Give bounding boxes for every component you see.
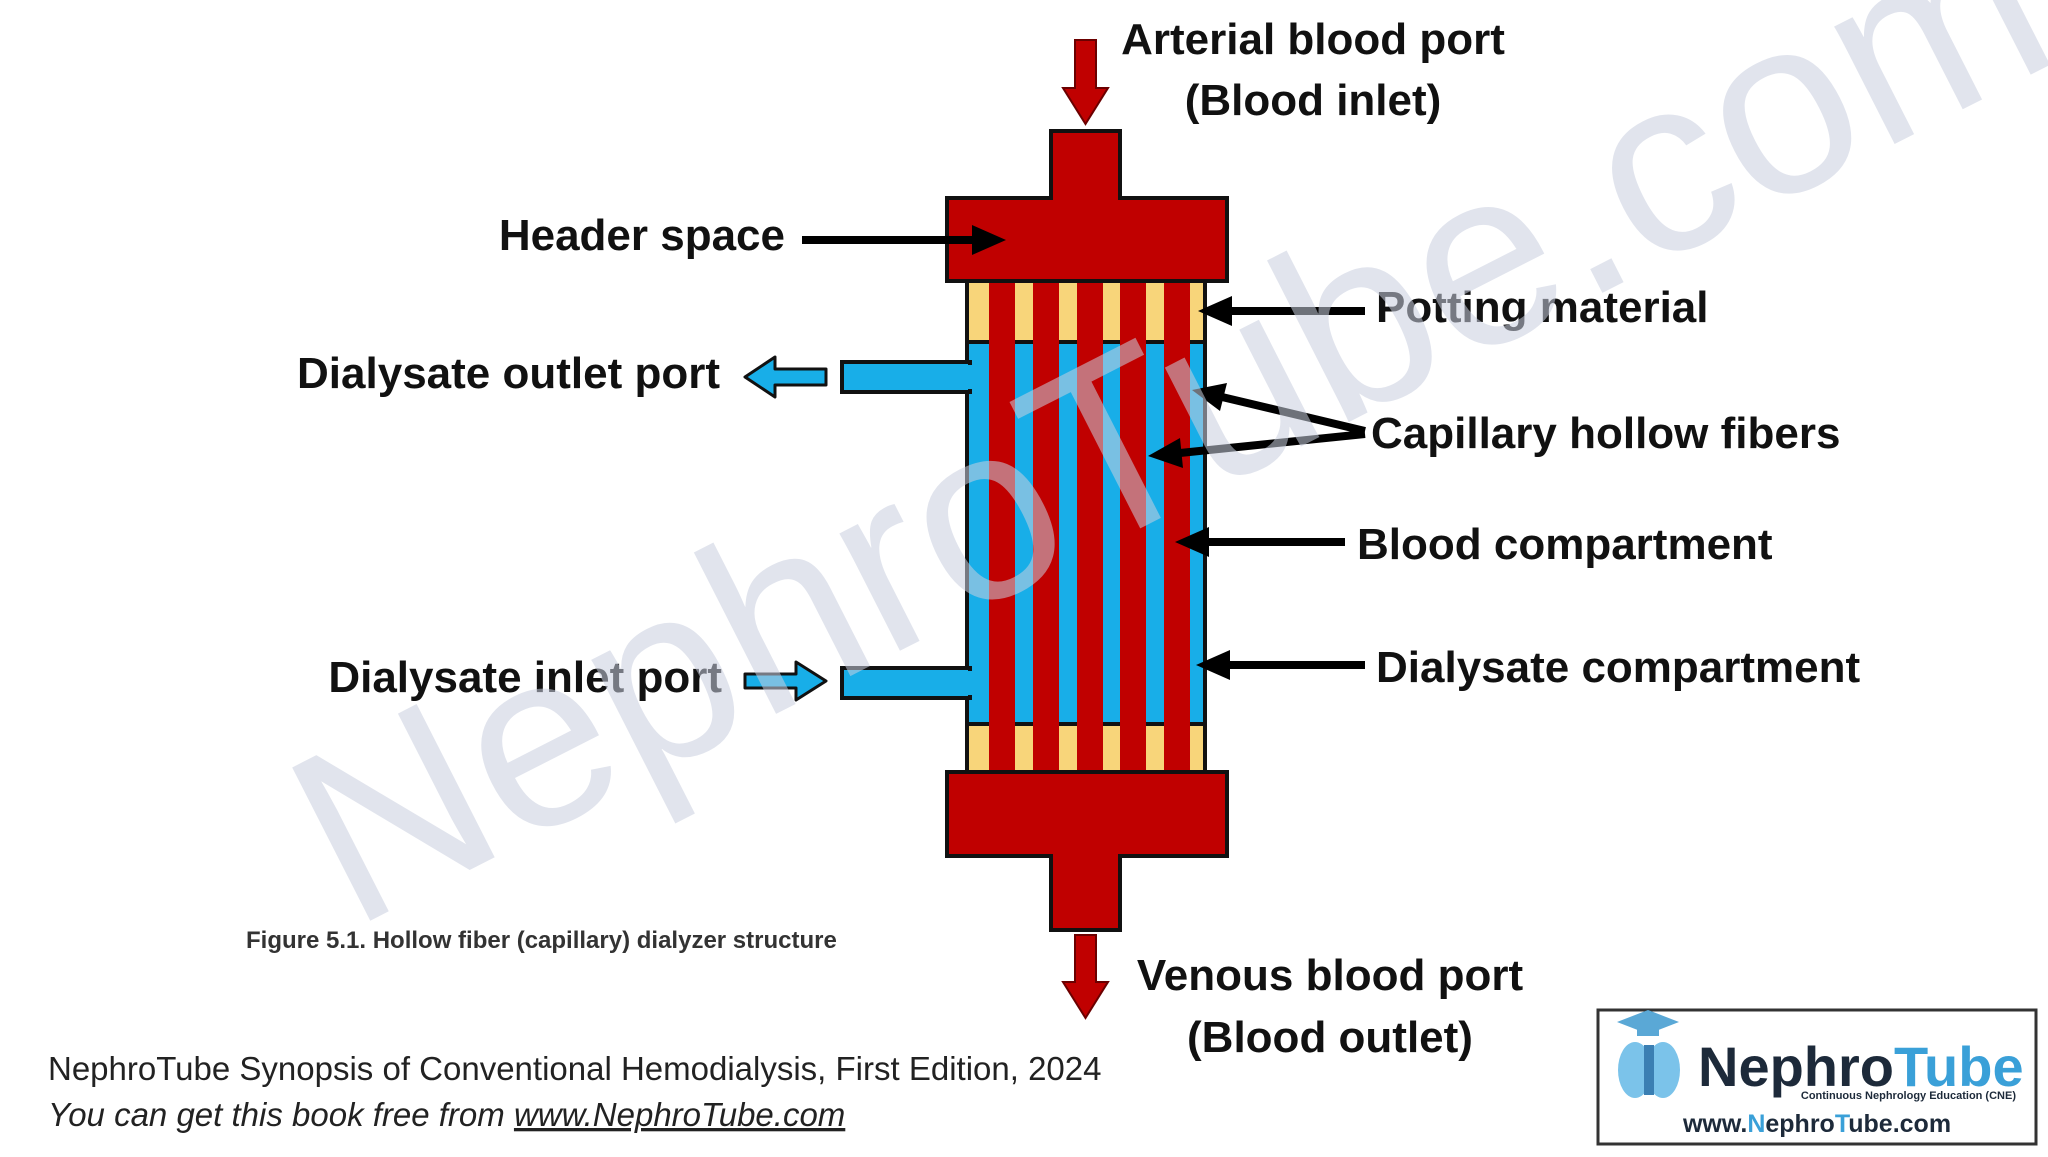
venous-outflow-arrow-icon: [1061, 934, 1110, 1020]
logo-brand-tube: Tube: [1894, 1035, 2024, 1098]
label-venous-blood-port: Venous blood port: [1137, 951, 1524, 1000]
header-space-bottom: [945, 770, 1229, 932]
label-blood-inlet: (Blood inlet): [1185, 76, 1442, 125]
label-blood-outlet: (Blood outlet): [1187, 1013, 1473, 1062]
label-dialysate-compartment: Dialysate compartment: [1376, 643, 1861, 692]
label-dialysate-inlet-port: Dialysate inlet port: [328, 653, 722, 702]
label-potting-material: Potting material: [1376, 283, 1709, 332]
footer-download-note: You can get this book free from www.Neph…: [48, 1096, 845, 1133]
figure-caption: Figure 5.1. Hollow fiber (capillary) dia…: [246, 927, 837, 954]
fiber: [989, 270, 1015, 790]
footer-book-title: NephroTube Synopsis of Conventional Hemo…: [48, 1050, 1102, 1087]
dialyzer: [840, 129, 1229, 932]
fiber: [1033, 270, 1059, 790]
dialysate-outlet-pipe: [840, 360, 972, 394]
fiber: [1164, 270, 1190, 790]
logo-url: www.NephroTube.com: [1682, 1110, 1951, 1138]
footer-website-link[interactable]: www.NephroTube.com: [514, 1096, 845, 1133]
arterial-inflow-arrow-icon: [1061, 39, 1110, 126]
fiber: [1077, 270, 1103, 790]
label-capillary-hollow-fibers: Capillary hollow fibers: [1371, 409, 1840, 458]
dialysate-out-arrow-icon: [743, 355, 828, 399]
footer-download-prefix: You can get this book free from: [48, 1096, 514, 1133]
label-blood-compartment: Blood compartment: [1357, 520, 1773, 569]
nephrotube-logo[interactable]: NephroTube Continuous Nephrology Educati…: [1596, 1008, 2038, 1146]
label-arterial-blood-port: Arterial blood port: [1121, 15, 1505, 64]
logo-brand-nephro: Nephro: [1698, 1035, 1894, 1098]
fiber: [1120, 270, 1146, 790]
capillary-hollow-fibers: [989, 270, 1190, 790]
label-header-space: Header space: [499, 211, 785, 260]
header-space-top: [945, 129, 1229, 283]
kidney-graduation-icon: [1617, 1010, 1680, 1098]
label-dialysate-outlet-port: Dialysate outlet port: [297, 349, 720, 398]
logo-brand: NephroTube: [1698, 1035, 2024, 1098]
logo-tagline: Continuous Nephrology Education (CNE): [1801, 1090, 2016, 1102]
flow-arrows: [743, 39, 1110, 1020]
pointer-arrows: [802, 225, 1366, 680]
dialysate-in-arrow-icon: [743, 660, 828, 702]
